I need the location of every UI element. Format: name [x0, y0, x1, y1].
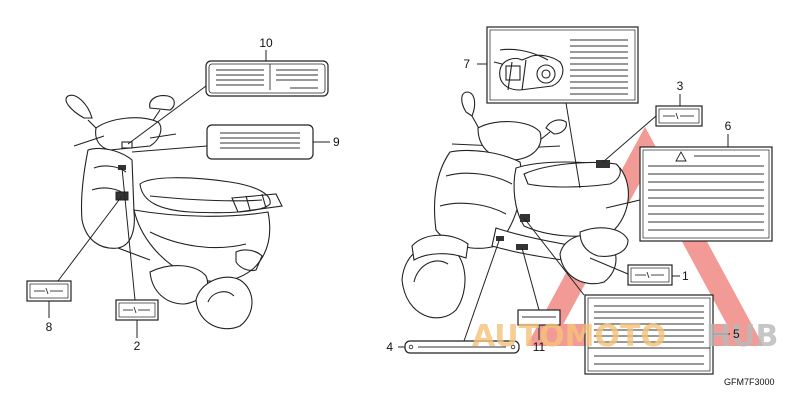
- callout-9: 9: [333, 135, 340, 149]
- label-8: [26, 280, 72, 302]
- watermark-text: AUTOMOTO HUB: [472, 319, 778, 354]
- scooter-left-label-marker-9: [121, 141, 133, 149]
- label-9: [206, 124, 314, 160]
- callout-11: 11: [533, 340, 546, 354]
- callout-8: 8: [46, 320, 53, 334]
- watermark-text-hub: HUB: [706, 319, 778, 354]
- scooter-right-label-marker-5: [520, 214, 530, 222]
- callout-7: 7: [463, 57, 470, 71]
- scooter-left-label-marker-2: [118, 165, 126, 170]
- scooter-right-label-marker-11: [516, 244, 528, 250]
- part-code: GFM7F3000: [724, 377, 775, 387]
- callout-6: 6: [725, 119, 732, 133]
- label-7: [486, 26, 639, 104]
- warning-triangle-icon: [675, 151, 687, 162]
- callout-2: 2: [134, 339, 141, 353]
- label-6: [639, 146, 773, 242]
- scooter-left: [65, 94, 283, 330]
- callout-10: 10: [259, 36, 273, 50]
- label-10: [205, 60, 329, 97]
- callout-3: 3: [677, 79, 684, 93]
- watermark-text-automoto: AUTOMOTO: [472, 319, 666, 354]
- callout-1: 1: [682, 269, 689, 283]
- callout-4: 4: [386, 340, 393, 354]
- engine-drawing: [493, 48, 564, 91]
- scooter-right-label-marker-3: [596, 160, 610, 168]
- scooter-right: [401, 91, 629, 319]
- label-2: [115, 299, 159, 321]
- label-3: [655, 105, 703, 127]
- label-5: [584, 294, 714, 375]
- label-1: [627, 264, 673, 286]
- callout-5: 5: [733, 327, 740, 341]
